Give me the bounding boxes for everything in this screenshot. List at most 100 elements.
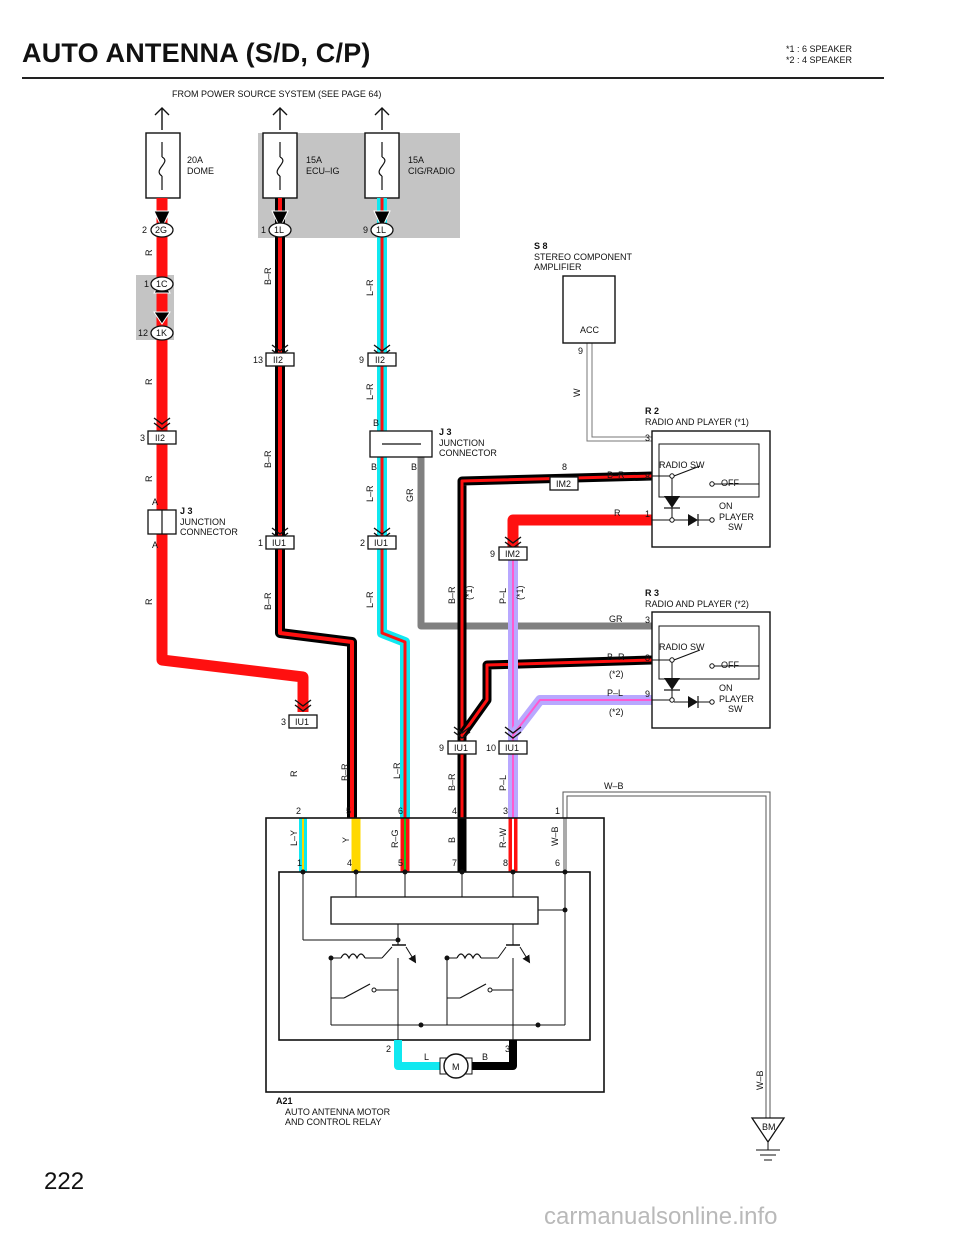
s8-pin-9: 9 xyxy=(578,346,583,356)
watermark: carmanualsonline.info xyxy=(544,1203,778,1230)
r3-pin-8: 8 xyxy=(645,653,650,663)
wire-label-pl-2: P–L xyxy=(498,775,508,791)
wire-label-lr-3: L–R xyxy=(365,485,375,502)
wire-label-pl-r3: P–L xyxy=(607,688,623,698)
wire-label-wb-a21: W–B xyxy=(550,826,560,846)
a21-pin-top-3: 3 xyxy=(503,806,508,816)
j3-left-name2: CONNECTOR xyxy=(180,527,238,537)
wire-label-lr-2: L–R xyxy=(365,383,375,400)
wire-label-rg: R–G xyxy=(390,829,400,848)
wire-w xyxy=(586,343,652,442)
wire-label-b-a21: B xyxy=(447,837,457,843)
conn-iu1-pl: IU1 xyxy=(505,743,519,753)
j3-left-pin-a-bottom: A xyxy=(152,540,158,550)
motor-wire-b: B xyxy=(482,1052,488,1062)
note-star1-a: (*1) xyxy=(464,585,474,600)
r2-player: PLAYER xyxy=(719,512,754,522)
r3-on: ON xyxy=(719,683,733,693)
r3-pin-9: 9 xyxy=(645,689,650,699)
wire-label-lr-5: L–R xyxy=(392,762,402,779)
r3-radio-sw: RADIO SW xyxy=(659,642,705,652)
wire-b-r-radio xyxy=(457,471,653,818)
conn-1k: 1K xyxy=(156,328,167,338)
note-6-speaker: *1 : 6 SPEAKER xyxy=(786,44,853,54)
wire-w-b xyxy=(562,791,771,1118)
note-star2-b: (*2) xyxy=(609,707,624,717)
r3-sw: SW xyxy=(728,704,743,714)
fuse-cig-radio xyxy=(364,132,400,199)
wire-label-gr-2: GR xyxy=(609,614,623,624)
wire-label-gr-1: GR xyxy=(405,488,415,502)
motor-circuit xyxy=(394,1040,517,1079)
a21-pin-top-4: 4 xyxy=(452,806,457,816)
s8-name1: STEREO COMPONENT xyxy=(534,252,633,262)
a21-pin-mid-8: 8 xyxy=(503,858,508,868)
j3-left-name1: JUNCTION xyxy=(180,517,226,527)
j3-mid-pin-b-top: B xyxy=(373,418,379,428)
a21-pin-mid-1: 1 xyxy=(297,858,302,868)
wire-label-br-r2: B–R xyxy=(607,470,625,480)
wire-label-w: W xyxy=(572,388,582,397)
pin-ii2-ecu: 13 xyxy=(253,355,263,365)
pin-1l-b: 9 xyxy=(363,225,368,235)
fuse-cig-radio-name: CIG/RADIO xyxy=(408,166,455,176)
j3-left-id: J 3 xyxy=(180,506,193,516)
fuse-ecu-ig-name: ECU–IG xyxy=(306,166,340,176)
a21-name1: AUTO ANTENNA MOTOR xyxy=(285,1107,391,1117)
r3-id: R 3 xyxy=(645,588,659,598)
pin-1l-a: 1 xyxy=(261,225,266,235)
motor-pin-2: 2 xyxy=(386,1044,391,1054)
r2-off: OFF xyxy=(721,478,739,488)
j3-mid-pin-b-right: B xyxy=(411,462,417,472)
pin-ii2-left: 3 xyxy=(140,433,145,443)
page-title: AUTO ANTENNA (S/D, C/P) xyxy=(22,38,371,68)
pin-im2-br: 8 xyxy=(562,462,567,472)
a21-pin-top-1: 1 xyxy=(555,806,560,816)
wire-ecu-ig-b-r xyxy=(275,198,357,818)
j3-mid-name2: CONNECTOR xyxy=(439,448,497,458)
a21-pin-mid-5: 5 xyxy=(398,858,403,868)
wire-gr xyxy=(417,445,652,630)
note-4-speaker: *2 : 4 SPEAKER xyxy=(786,55,853,65)
r2-sw: SW xyxy=(728,522,743,532)
a21-pin-mid-6: 6 xyxy=(555,858,560,868)
speaker-notes: *1 : 6 SPEAKER *2 : 4 SPEAKER xyxy=(786,44,852,66)
wire-label-rw: R–W xyxy=(498,827,508,848)
r2-radio-sw: RADIO SW xyxy=(659,460,705,470)
wire-label-lr-1: L–R xyxy=(365,279,375,296)
pin-iu1-br: 9 xyxy=(439,743,444,753)
fuse-ecu-ig-amp: 15A xyxy=(306,155,322,165)
pin-iu1-r: 3 xyxy=(281,717,286,727)
connector-ovals xyxy=(150,222,394,341)
wire-label-r-3: R xyxy=(144,475,154,482)
pin-iu1-cig: 2 xyxy=(360,538,365,548)
j3-left-pin-a-top: A xyxy=(152,497,158,507)
wire-label-br-r3: B–R xyxy=(607,652,625,662)
fuse-dome xyxy=(145,132,181,199)
fuse-ecu-ig xyxy=(262,132,298,199)
pin-ii2-cig: 9 xyxy=(359,355,364,365)
a21-pin-mid-7: 7 xyxy=(452,858,457,868)
conn-ii2-ecu: II2 xyxy=(273,355,283,365)
j3-mid-name1: JUNCTION xyxy=(439,438,485,448)
wire-label-wb-1: W–B xyxy=(604,781,624,791)
fuse-dome-name: DOME xyxy=(187,166,214,176)
pin-1k: 12 xyxy=(138,328,148,338)
conn-1l-b: 1L xyxy=(376,225,386,235)
a21-pin-mid-4: 4 xyxy=(347,858,352,868)
wire-label-r-r2: R xyxy=(614,508,621,518)
j3-mid-pin-b-left: B xyxy=(371,462,377,472)
a21-pin-top-6: 6 xyxy=(398,806,403,816)
pin-1c: 1 xyxy=(144,279,149,289)
wire-label-lr-4: L–R xyxy=(365,591,375,608)
page-number: 222 xyxy=(44,1168,85,1195)
j3-left-connector xyxy=(147,509,177,535)
power-inputs xyxy=(154,107,390,130)
wire-label-br-2: B–R xyxy=(263,450,273,468)
wire-label-br-6: B–R xyxy=(447,773,457,791)
j3-mid-id: J 3 xyxy=(439,427,452,437)
wire-label-r-4: R xyxy=(144,598,154,605)
conn-bm: BM xyxy=(762,1122,776,1132)
s8-id: S 8 xyxy=(534,241,548,251)
